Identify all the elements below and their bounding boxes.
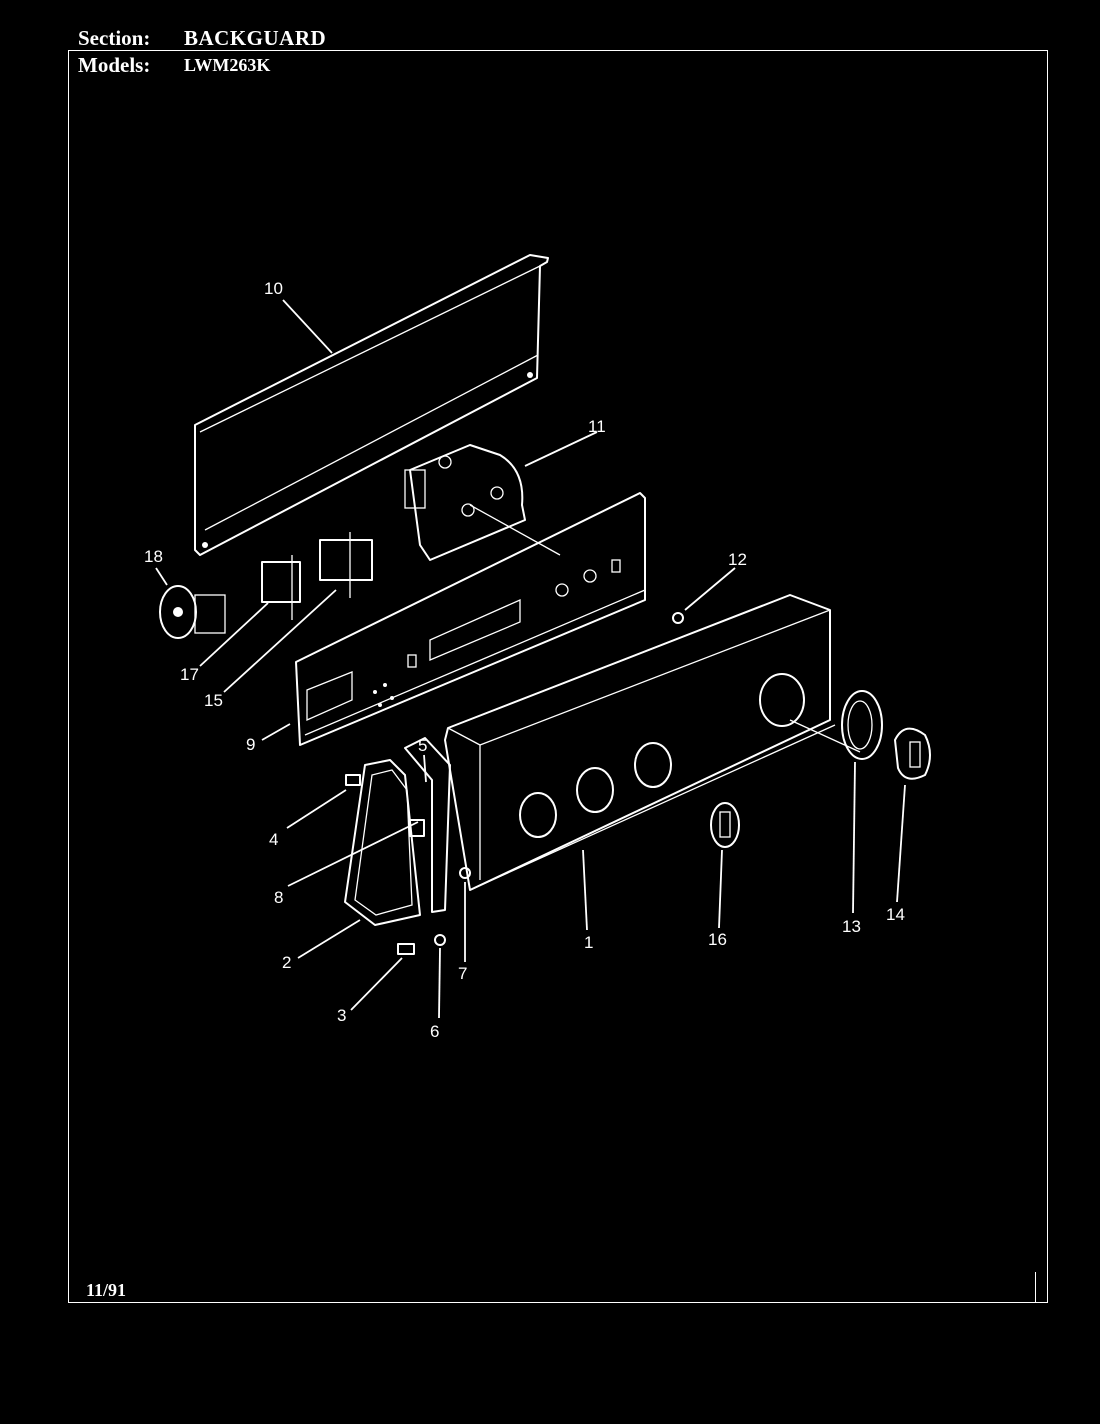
callout-16: 16 bbox=[708, 930, 727, 949]
callout-7: 7 bbox=[458, 964, 467, 983]
part-15-relay bbox=[319, 532, 373, 598]
part-12-screw bbox=[672, 612, 684, 624]
part-6-screw bbox=[434, 934, 446, 946]
callout-18: 18 bbox=[144, 547, 163, 566]
callout-13: 13 bbox=[842, 917, 861, 936]
callout-9: 9 bbox=[246, 735, 255, 754]
section-label: Section: bbox=[78, 26, 151, 50]
callout-8: 8 bbox=[274, 888, 283, 907]
part-14-knob bbox=[894, 727, 931, 780]
callout-3: 3 bbox=[337, 1006, 346, 1025]
part-4-clip bbox=[345, 774, 361, 786]
part-7-screw bbox=[459, 867, 471, 879]
callout-6: 6 bbox=[430, 1022, 439, 1041]
part-18-switch bbox=[159, 585, 226, 639]
part-3-clip bbox=[397, 943, 415, 955]
part-2-end-cap bbox=[344, 759, 421, 926]
callout-11: 11 bbox=[588, 417, 606, 436]
callout-2: 2 bbox=[282, 953, 291, 972]
part-16-knob bbox=[710, 802, 740, 848]
models-label: Models: bbox=[78, 53, 151, 77]
models-value: LWM263K bbox=[184, 55, 271, 75]
part-1-front-console bbox=[444, 594, 861, 891]
part-10-rear-panel bbox=[194, 254, 549, 556]
callout-14: 14 bbox=[886, 905, 905, 924]
callout-17: 17 bbox=[180, 665, 199, 684]
callout-10: 10 bbox=[264, 279, 283, 298]
callout-1: 1 bbox=[584, 933, 593, 952]
callout-5: 5 bbox=[418, 736, 427, 755]
footer-box bbox=[68, 1272, 1036, 1303]
callout-15: 15 bbox=[204, 691, 223, 710]
callout-4: 4 bbox=[269, 830, 278, 849]
part-17-relay bbox=[261, 555, 301, 620]
callout-labels: 1 2 3 4 5 6 7 8 9 10 11 12 13 14 15 16 1… bbox=[144, 279, 905, 1041]
callout-12: 12 bbox=[728, 550, 747, 569]
part-9-control-panel bbox=[295, 492, 646, 746]
part-11-timer bbox=[404, 444, 561, 561]
part-8-bracket bbox=[409, 819, 425, 837]
leader-lines bbox=[155, 299, 906, 1019]
footer-date: 11/91 bbox=[86, 1280, 127, 1300]
section-value: BACKGUARD bbox=[184, 26, 327, 50]
part-13-dial bbox=[841, 690, 883, 760]
part-5-trim bbox=[404, 737, 451, 913]
